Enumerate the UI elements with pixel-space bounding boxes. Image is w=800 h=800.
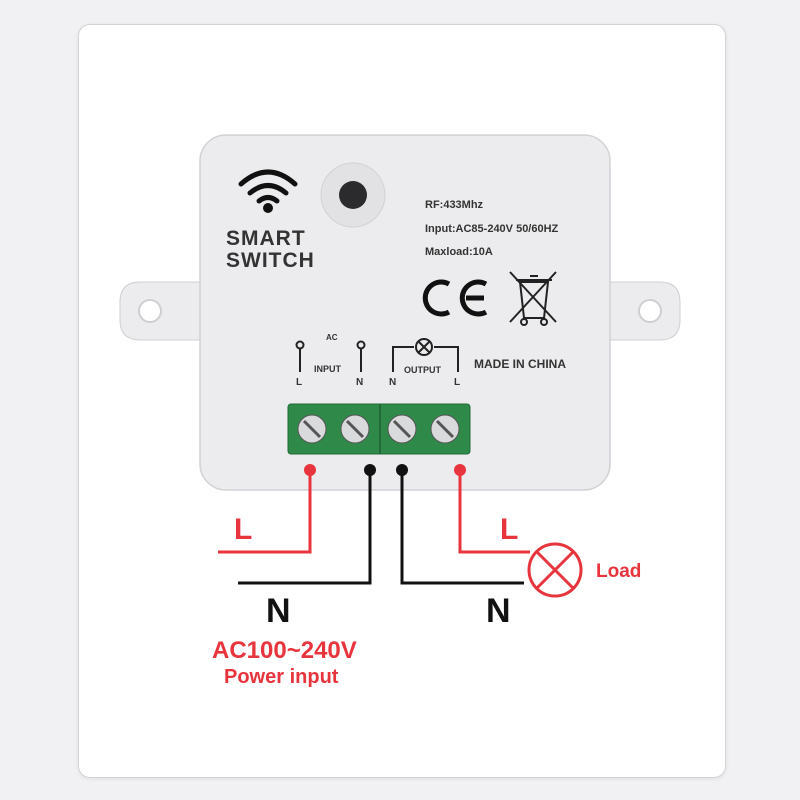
supply-voltage-label: AC100~240V [212, 637, 357, 664]
left-mounting-ear [119, 281, 213, 341]
live-output-label: L [500, 513, 519, 546]
neutral-input-dot [364, 464, 376, 476]
neutral-input-wire [238, 470, 372, 585]
spec-rf: RF:433Mhz [425, 199, 484, 211]
load-label: Load [596, 561, 642, 582]
right-mounting-ear [587, 281, 681, 341]
ce-mark [422, 279, 488, 317]
neutral-output-label: N [486, 592, 511, 630]
supply-caption-label: Power input [224, 666, 339, 688]
wifi-icon [238, 169, 298, 204]
left-mounting-hole [138, 299, 162, 323]
input-l-label: L [296, 377, 303, 388]
output-markings [392, 346, 459, 372]
input-n-label: N [356, 377, 364, 388]
device-title-line1: SMART [226, 227, 306, 250]
terminal-screws [297, 414, 460, 444]
live-input-wire [218, 470, 312, 554]
ac-label: AC [326, 333, 338, 342]
output-label: OUTPUT [404, 365, 441, 375]
live-input-label: L [234, 513, 253, 546]
live-output-dot [454, 464, 466, 476]
pairing-button [339, 181, 367, 209]
output-n-label: N [389, 377, 397, 388]
live-input-dot [304, 464, 316, 476]
neutral-input-label: N [266, 592, 291, 630]
lamp-icon [415, 338, 433, 356]
wifi-dot [263, 203, 273, 213]
device-housing [199, 134, 611, 491]
spec-maxload: Maxload:10A [425, 246, 493, 258]
spec-input: Input:AC85-240V 50/60HZ [425, 223, 559, 235]
neutral-output-wire [400, 470, 524, 585]
input-markings [295, 340, 366, 372]
neutral-output-dot [396, 464, 408, 476]
weee-crossed-bin-icon [509, 271, 557, 326]
origin-label: MADE IN CHINA [474, 357, 566, 371]
input-label: INPUT [314, 364, 341, 374]
device-title-line2: SWITCH [226, 249, 315, 272]
output-l-label: L [454, 377, 461, 388]
live-output-wire [458, 470, 530, 554]
load-lamp-icon [527, 542, 583, 598]
right-mounting-hole [638, 299, 662, 323]
